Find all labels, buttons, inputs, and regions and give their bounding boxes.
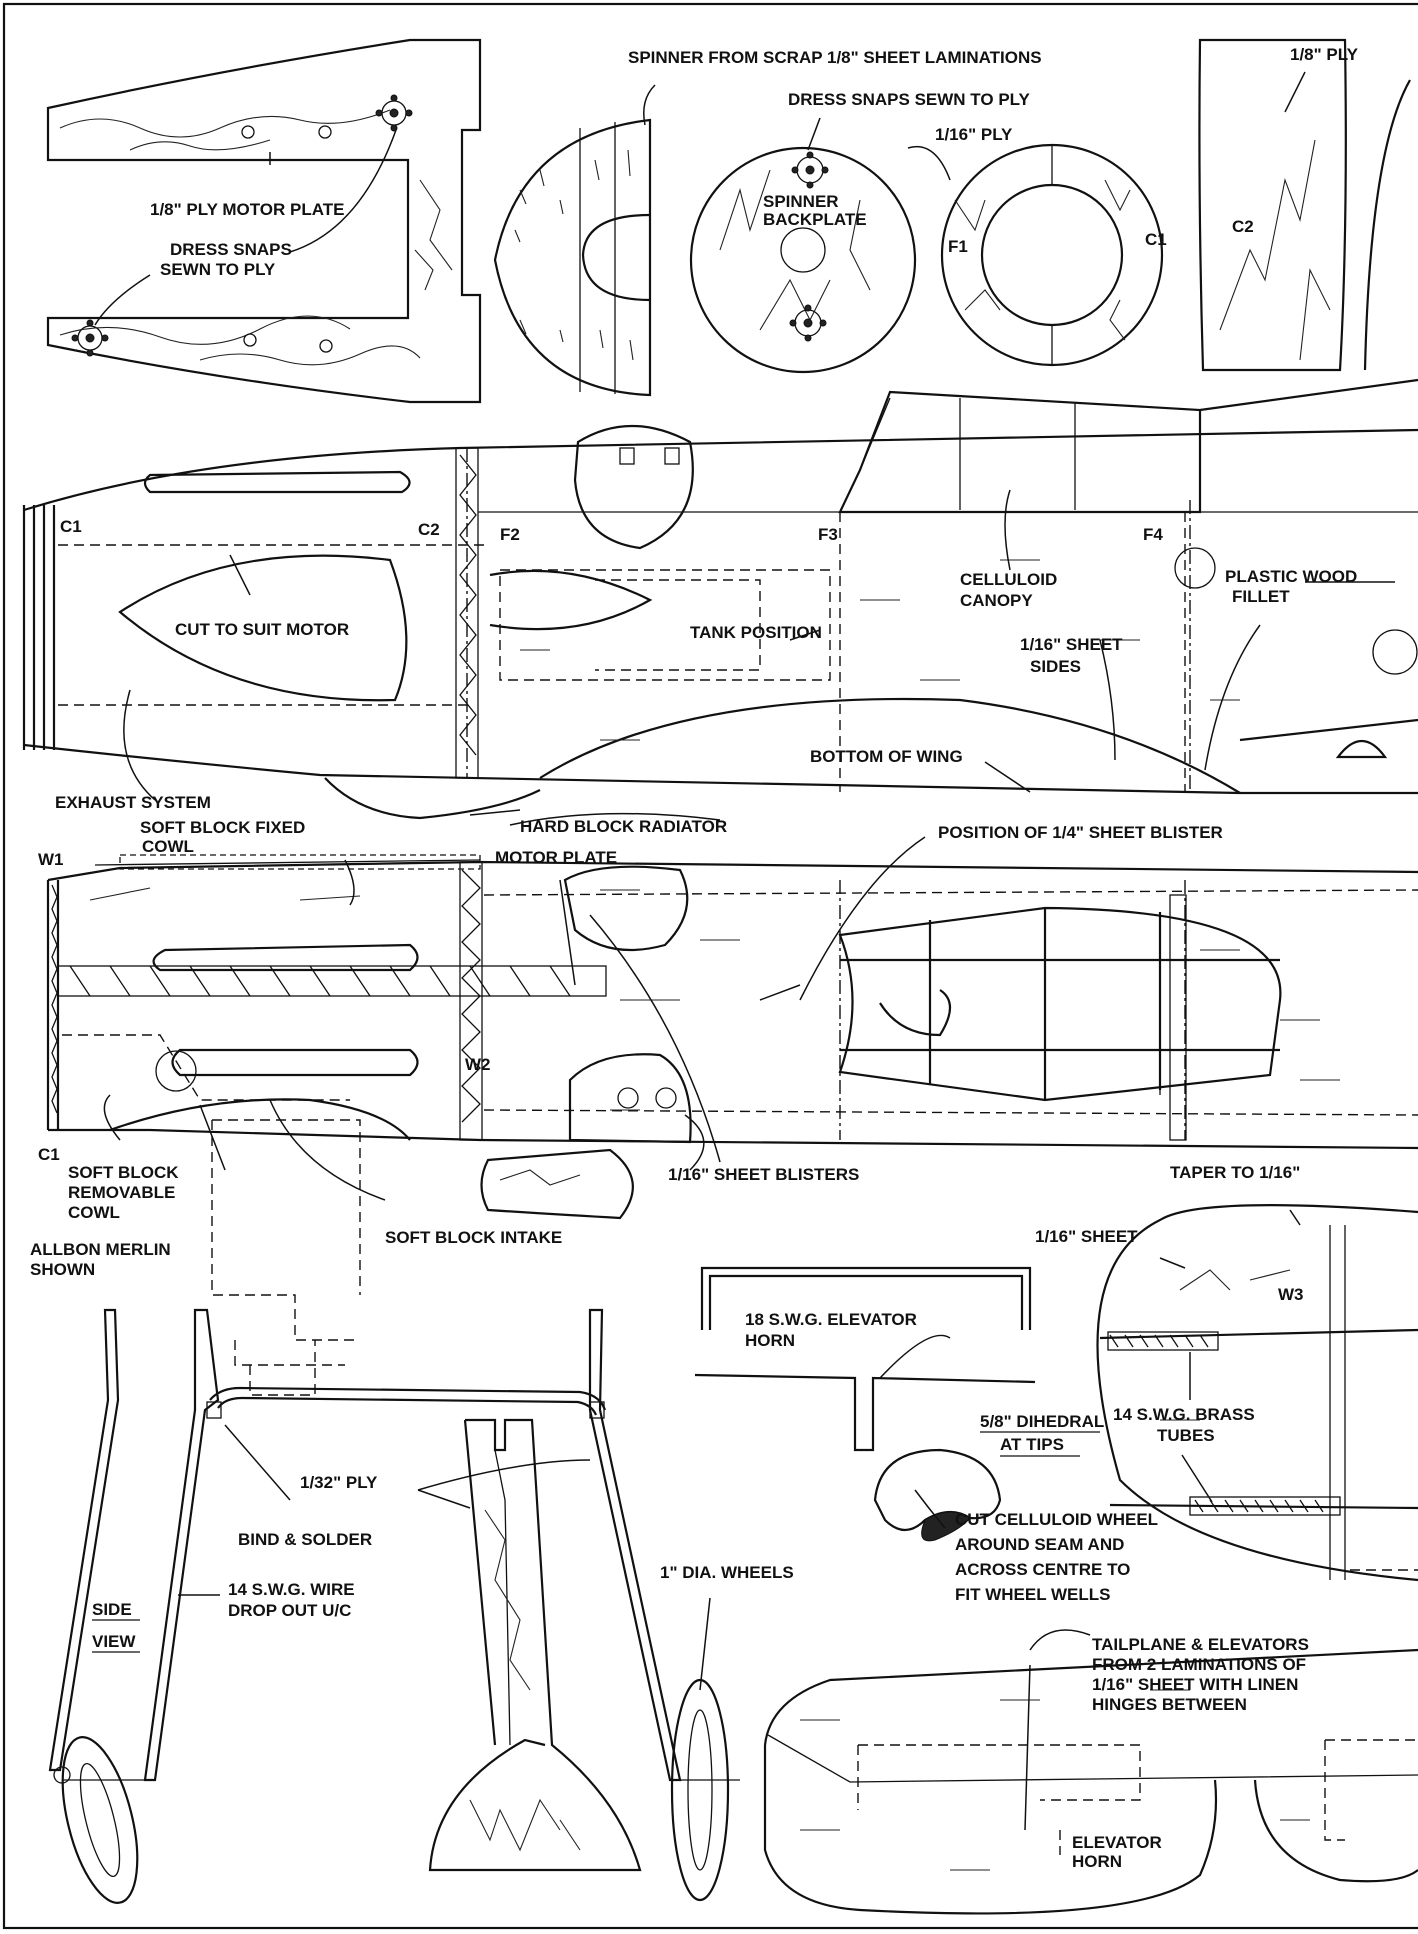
former-f1-c1-drawing: 1/16" PLY F1 C1 xyxy=(907,125,1167,367)
label-c2-side: C2 xyxy=(418,520,440,539)
label-dihedral-1: 5/8" DIHEDRAL xyxy=(980,1412,1104,1431)
label-c2-former: C2 xyxy=(1232,217,1254,236)
label-tank-position: TANK POSITION xyxy=(690,623,822,642)
wing-panel-drawing: TAPER TO 1/16" 1/16" SHEET W3 14 S.W.G. … xyxy=(1035,1163,1418,1582)
spinner-backplate-drawing: DRESS SNAPS SEWN TO PLY SPINNER BACKPLAT… xyxy=(689,90,1030,374)
label-c1-former: C1 xyxy=(1145,230,1167,249)
label-allbon-2: SHOWN xyxy=(30,1260,95,1279)
label-sheet-sides-2: SIDES xyxy=(1030,657,1081,676)
label-wheels: 1" DIA. WHEELS xyxy=(660,1563,794,1582)
wheel-well-cup-drawing: CUT CELLULOID WHEEL AROUND SEAM AND ACRO… xyxy=(873,1448,1158,1604)
label-w3: W3 xyxy=(1278,1285,1304,1304)
label-elevator-horn-b-1: ELEVATOR xyxy=(1072,1833,1162,1852)
label-celluloid-1: CELLULOID xyxy=(960,570,1057,589)
label-sheet-1-16: 1/16" SHEET xyxy=(1035,1227,1138,1246)
label-cut-to-suit-motor: CUT TO SUIT MOTOR xyxy=(175,620,349,639)
label-side-1: SIDE xyxy=(92,1600,132,1619)
label-cut-celluloid-1: CUT CELLULOID WHEEL xyxy=(955,1510,1158,1529)
label-allbon-1: ALLBON MERLIN xyxy=(30,1240,171,1259)
former-c2-drawing: 1/8" PLY C2 xyxy=(1198,38,1411,372)
label-exhaust-system: EXHAUST SYSTEM xyxy=(55,793,211,812)
fuselage-side-view: C1 C2 F2 F3 F4 CUT TO SUIT MOTOR TANK PO… xyxy=(22,378,1418,842)
label-soft-block-fixed-2: COWL xyxy=(142,837,194,856)
label-spinner-backplate-2: BACKPLATE xyxy=(763,210,867,229)
label-sheet-sides-1: 1/16" SHEET xyxy=(1020,635,1123,654)
label-taper-to: TAPER TO 1/16" xyxy=(1170,1163,1300,1182)
label-spinner-backplate-1: SPINNER xyxy=(763,192,839,211)
label-celluloid-2: CANOPY xyxy=(960,591,1033,610)
label-elevator-horn-1: 18 S.W.G. ELEVATOR xyxy=(745,1310,917,1329)
fuselage-plan-view: W1 SOFT BLOCK FIXED COWL MOTOR PLATE W2 … xyxy=(30,818,1418,1279)
engine-outline xyxy=(211,1119,361,1396)
label-dihedral-2: AT TIPS xyxy=(1000,1435,1064,1454)
label-spinner-from-scrap: SPINNER FROM SCRAP 1/8" SHEET LAMINATION… xyxy=(628,48,1042,67)
label-brass-tubes-2: TUBES xyxy=(1157,1426,1215,1445)
dress-snap-icon xyxy=(71,319,109,357)
label-ply-1-32: 1/32" PLY xyxy=(300,1473,378,1492)
label-tailplane-1: TAILPLANE & ELEVATORS xyxy=(1092,1635,1309,1654)
elevator-horn-drawing: 18 S.W.G. ELEVATOR HORN 5/8" DIHEDRAL AT… xyxy=(694,1266,1104,1457)
label-wire-uc-1: 14 S.W.G. WIRE xyxy=(228,1580,355,1599)
undercarriage-front-view: BIND & SOLDER 14 S.W.G. WIRE DROP OUT U/… xyxy=(143,1308,794,1902)
label-cut-celluloid-4: FIT WHEEL WELLS xyxy=(955,1585,1111,1604)
label-elevator-horn-b-2: HORN xyxy=(1072,1852,1122,1871)
label-bind-solder: BIND & SOLDER xyxy=(238,1530,372,1549)
label-tailplane-3: 1/16" SHEET WITH LINEN xyxy=(1092,1675,1298,1694)
label-f1: F1 xyxy=(948,237,968,256)
tailplane-drawing: TAILPLANE & ELEVATORS FROM 2 LAMINATIONS… xyxy=(763,1629,1418,1915)
label-c1-plan: C1 xyxy=(38,1145,60,1164)
label-tailplane-2: FROM 2 LAMINATIONS OF xyxy=(1092,1655,1306,1674)
label-soft-block-fixed-1: SOFT BLOCK FIXED xyxy=(140,818,305,837)
label-wire-uc-2: DROP OUT U/C xyxy=(228,1601,351,1620)
label-motor-plate-ply: 1/8" PLY MOTOR PLATE xyxy=(150,200,344,219)
label-w1: W1 xyxy=(38,850,64,869)
label-dress-snaps-left-2: SEWN TO PLY xyxy=(160,260,276,279)
label-sheet-blisters: 1/16" SHEET BLISTERS xyxy=(668,1165,859,1184)
label-f4: F4 xyxy=(1143,525,1163,544)
label-cut-celluloid-3: ACROSS CENTRE TO xyxy=(955,1560,1130,1579)
label-motor-plate: MOTOR PLATE xyxy=(495,848,617,867)
undercarriage-side-view: SIDE VIEW xyxy=(48,1308,150,1904)
label-f2: F2 xyxy=(500,525,520,544)
dress-snap-icon xyxy=(375,94,413,132)
dress-snap-icon xyxy=(791,151,829,189)
label-plastic-wood-1: PLASTIC WOOD xyxy=(1225,567,1357,586)
label-ply-1-16-top: 1/16" PLY xyxy=(935,125,1013,144)
label-hard-block-radiator: HARD BLOCK RADIATOR xyxy=(520,817,727,836)
label-dress-snaps-left-1: DRESS SNAPS xyxy=(170,240,292,259)
label-soft-block-removable-1: SOFT BLOCK xyxy=(68,1163,179,1182)
label-side-2: VIEW xyxy=(92,1632,136,1651)
label-ply-1-8-right: 1/8" PLY xyxy=(1290,45,1359,64)
label-soft-block-removable-3: COWL xyxy=(68,1203,120,1222)
label-cut-celluloid-2: AROUND SEAM AND xyxy=(955,1535,1124,1554)
motor-plate-drawing: 1/8" PLY MOTOR PLATE DRESS SNAPS SEWN TO… xyxy=(46,38,482,404)
label-tailplane-4: HINGES BETWEEN xyxy=(1092,1695,1247,1714)
fin-drawing: 1/32" PLY xyxy=(300,1418,642,1872)
label-brass-tubes-1: 14 S.W.G. BRASS xyxy=(1113,1405,1255,1424)
label-plastic-wood-2: FILLET xyxy=(1232,587,1290,606)
label-f3: F3 xyxy=(818,525,838,544)
label-soft-block-intake: SOFT BLOCK INTAKE xyxy=(385,1228,562,1247)
label-position-blister: POSITION OF 1/4" SHEET BLISTER xyxy=(938,823,1223,842)
label-c1-side: C1 xyxy=(60,517,82,536)
label-dress-snaps-ply-top: DRESS SNAPS SEWN TO PLY xyxy=(788,90,1030,109)
label-bottom-of-wing: BOTTOM OF WING xyxy=(810,747,963,766)
label-elevator-horn-2: HORN xyxy=(745,1331,795,1350)
label-w2: W2 xyxy=(465,1055,491,1074)
label-soft-block-removable-2: REMOVABLE xyxy=(68,1183,175,1202)
dress-snap-icon xyxy=(789,304,827,342)
spinner-side-drawing: SPINNER FROM SCRAP 1/8" SHEET LAMINATION… xyxy=(493,48,1042,397)
